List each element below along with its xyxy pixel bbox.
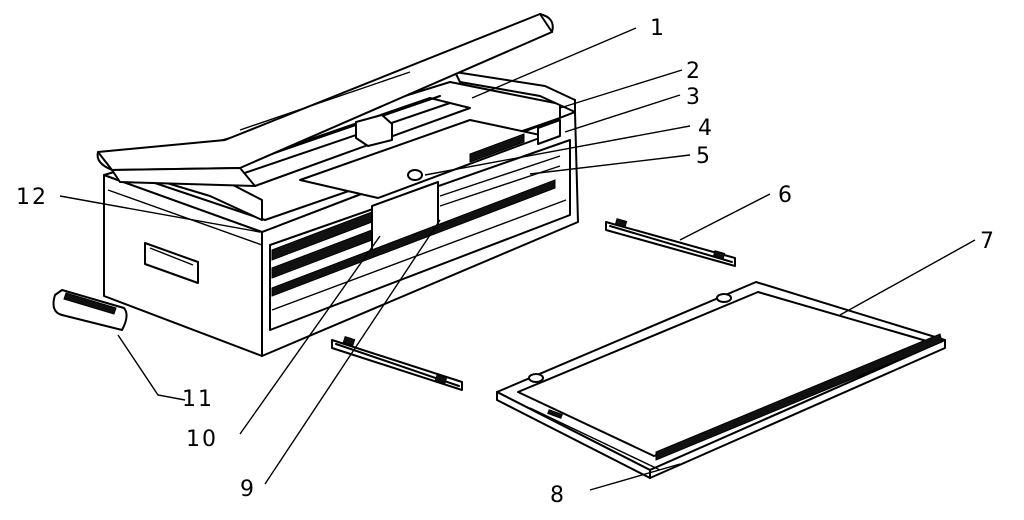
clip-stripe: [63, 292, 117, 315]
tray-dark-edge: [655, 333, 943, 461]
loose-rail-lower: [331, 335, 463, 391]
leader-lines: [59, 27, 976, 491]
label-11: 11: [182, 387, 214, 412]
front-panel: [269, 119, 571, 331]
label-9: 9: [240, 477, 256, 502]
rail-mid: [271, 179, 556, 297]
label-1: 1: [650, 16, 666, 41]
label-10: 10: [186, 427, 218, 452]
small-box: [537, 119, 561, 145]
label-3: 3: [686, 85, 702, 110]
knob: [407, 169, 423, 181]
callout-labels: 1 2 3 4 5 6 7 8 9 10 11 12: [16, 16, 996, 508]
label-6: 6: [778, 183, 794, 208]
slot-upper: [469, 133, 525, 163]
clip-piece-11: [52, 289, 128, 331]
tray-tab-top: [716, 293, 732, 303]
label-7: 7: [980, 229, 996, 254]
tray-tab-left: [528, 373, 544, 383]
label-8: 8: [550, 483, 566, 508]
loose-rail-6: [605, 218, 736, 267]
side-handle-slot: [144, 242, 199, 284]
lid-edge: [111, 167, 256, 187]
lid: [96, 13, 554, 187]
label-4: 4: [698, 116, 714, 141]
carriage-block: [355, 114, 393, 147]
label-12: 12: [16, 185, 48, 210]
label-2: 2: [686, 59, 702, 84]
tray-right-lip: [649, 339, 946, 479]
label-5: 5: [696, 144, 712, 169]
right-rear-wall: [454, 71, 576, 113]
tray: [496, 281, 946, 479]
